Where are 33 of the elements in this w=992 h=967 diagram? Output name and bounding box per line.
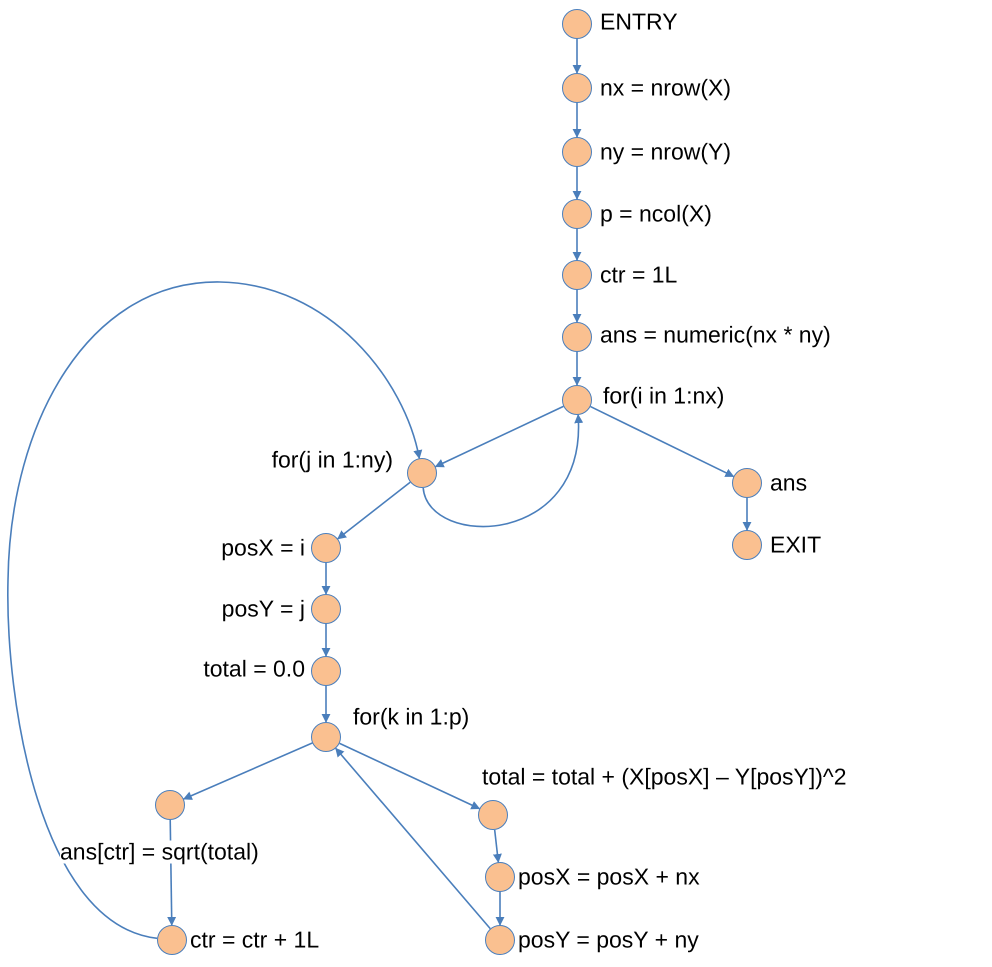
arrow <box>572 103 582 138</box>
node-label: p = ncol(X) <box>600 202 712 226</box>
arrow <box>590 406 734 478</box>
node-label: posY = posY + ny <box>518 928 699 952</box>
node-label: ans[ctr] = sqrt(total) <box>60 840 259 864</box>
node-label: for(i in 1:nx) <box>603 384 724 408</box>
arrow <box>572 290 582 323</box>
arrow <box>572 167 582 200</box>
arrow <box>572 39 582 74</box>
node-label: total = total + (X[posX] – Y[posY])^2 <box>482 766 847 788</box>
arrow <box>322 624 330 657</box>
arrow <box>337 482 411 540</box>
node-label: posY = j <box>222 598 305 620</box>
arrow <box>322 686 330 723</box>
arrow <box>492 830 502 863</box>
arrow <box>422 414 582 528</box>
arrow <box>572 229 582 261</box>
arrow <box>434 406 564 468</box>
arrow <box>572 352 582 386</box>
node-label: ny = nrow(Y) <box>600 140 732 164</box>
arrow <box>496 892 504 926</box>
arrow <box>335 748 491 930</box>
node-label: for(k in 1:p) <box>353 706 470 728</box>
node-label: ans = numeric(nx * ny) <box>600 324 831 346</box>
node-label: posX = i <box>221 536 305 560</box>
arrow <box>742 498 752 531</box>
arrow <box>339 742 480 810</box>
node-label: posX = posX + nx <box>518 866 700 888</box>
arrow <box>182 742 313 800</box>
node-label: nx = nrow(X) <box>600 76 732 100</box>
node-label: for(j in 1:ny) <box>272 448 393 472</box>
arrow <box>322 563 330 595</box>
arrow <box>7 281 422 940</box>
